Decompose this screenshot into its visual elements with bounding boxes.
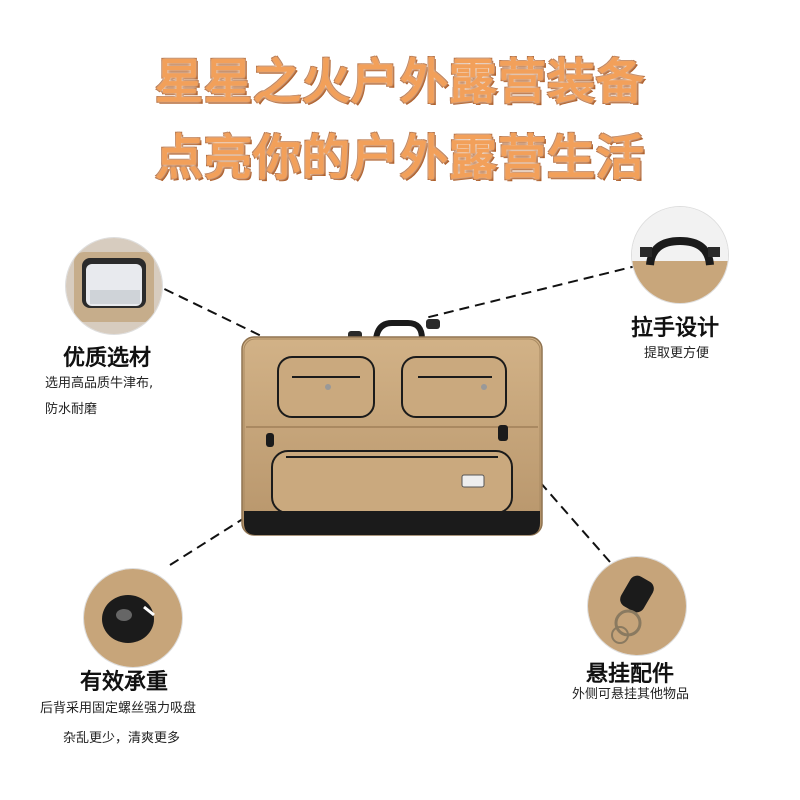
feature-material-desc-line1: 选用高品质牛津布,	[45, 376, 154, 391]
connector-hanging	[509, 447, 611, 563]
feature-material-desc-line2: 防水耐磨	[45, 402, 98, 417]
bag-product-image	[241, 319, 543, 536]
feature-load-desc-line2: 杂乱更少，清爽更多	[63, 731, 181, 746]
feature-load-desc-line1: 后背采用固定螺丝强力吸盘	[40, 701, 197, 716]
feature-hanging-title: 悬挂配件	[586, 662, 675, 687]
feature-handle-desc: 提取更方便	[644, 346, 710, 361]
headline-line-2: 点亮你的户外露营生活	[154, 130, 645, 186]
suction-cup-closeup-image	[84, 569, 182, 667]
handle-closeup-image	[632, 207, 728, 303]
material-closeup-image	[66, 238, 162, 334]
feature-handle-title: 拉手设计	[631, 316, 720, 341]
headline-line-1: 星星之火户外露营装备	[154, 54, 645, 110]
feature-material-title: 优质选材	[63, 346, 152, 371]
feature-hanging-desc: 外侧可悬挂其他物品	[572, 687, 690, 702]
connector-handle	[424, 264, 641, 319]
hanging-clip-closeup-image	[588, 557, 686, 655]
feature-load-title: 有效承重	[80, 670, 169, 695]
connector-load	[169, 504, 266, 566]
